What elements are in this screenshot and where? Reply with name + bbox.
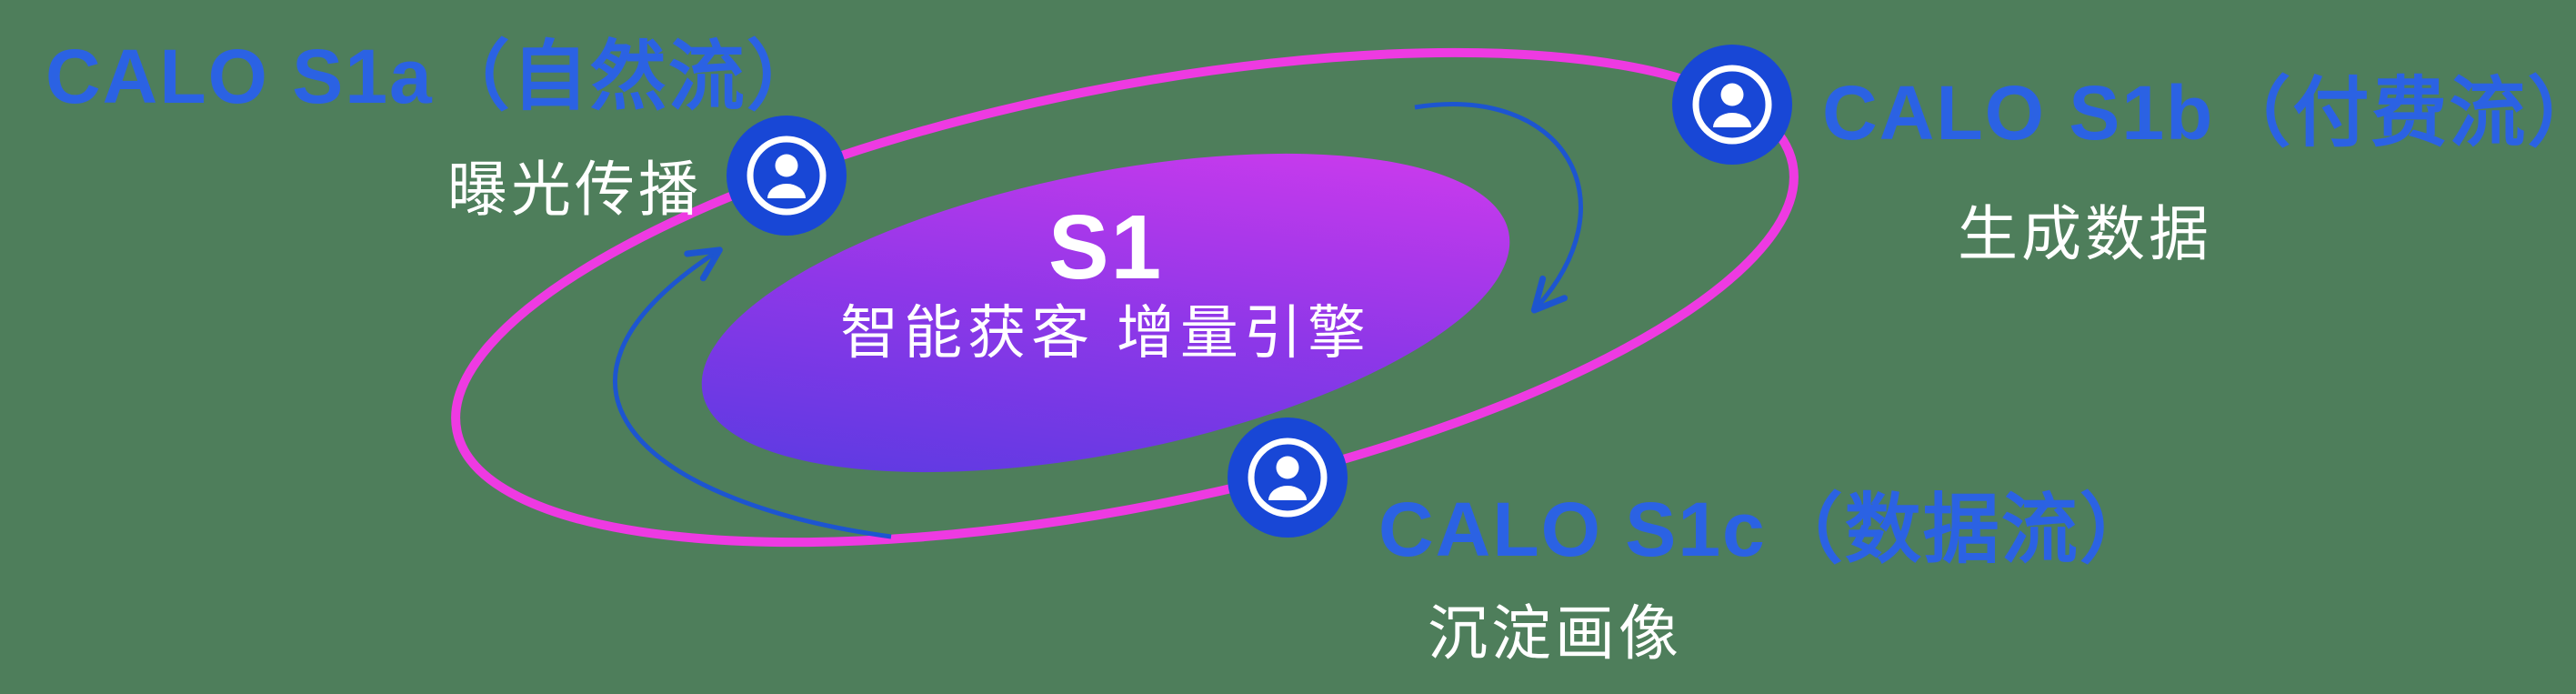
label-s1a: CALO S1a（自然流） [45, 34, 825, 119]
orbit-ring [451, 47, 1799, 548]
core-title: S1 [1047, 196, 1164, 298]
arrow-top-right-curve [1414, 102, 1583, 314]
core-label-group: S1 智能获客 增量引擎 [742, 202, 1469, 362]
user-icon [1228, 417, 1348, 538]
arrow-left-curve [613, 246, 892, 539]
node-s1b [1671, 44, 1793, 166]
sublabel-s1a: 曝光传播 [447, 156, 702, 223]
node-s1c [1227, 417, 1348, 538]
label-s1b: CALO S1b（付费流） [1822, 70, 2576, 156]
node-s1a [726, 115, 847, 236]
user-icon [1672, 45, 1792, 165]
user-icon [727, 116, 847, 236]
core-subtitle: 智能获客 增量引擎 [840, 300, 1371, 366]
sublabel-s1b: 生成数据 [1958, 200, 2212, 267]
core-ellipse [701, 153, 1510, 473]
sublabel-s1c: 沉淀画像 [1428, 599, 1682, 667]
label-s1c: CALO S1c（数据流） [1378, 487, 2158, 572]
